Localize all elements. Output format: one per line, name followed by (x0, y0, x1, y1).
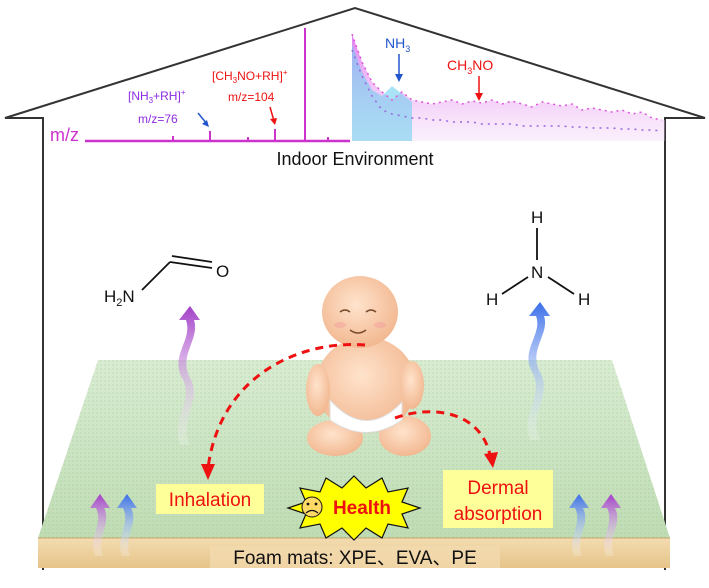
mat-label: Foam mats: XPE、EVA、PE (233, 548, 477, 569)
inhalation-box (156, 484, 264, 514)
mat-label-box (210, 546, 500, 568)
health-starburst (286, 475, 422, 541)
floor-arrows-left (90, 494, 137, 556)
inhalation-arrow (201, 343, 366, 480)
floor-arrows-right (569, 494, 621, 556)
peak-nh3-label: [NH3+RH]+ (128, 88, 186, 105)
formamide-emission-arrow (177, 306, 200, 445)
peak-nh3-arrow (197, 112, 209, 127)
timeseries-ch3no-arrow (475, 76, 483, 101)
peak-ch3no-label: [CH3NO+RH]+ (212, 68, 288, 85)
dermal-label-line1: Dermal (467, 478, 528, 499)
ammonia-emission-arrow (527, 302, 550, 440)
svg-text:O: O (216, 262, 229, 281)
sad-face-icon (301, 496, 323, 518)
baby-illustration (306, 276, 431, 456)
timeseries-nh3-arrow (395, 54, 403, 82)
house-title: Indoor Environment (276, 149, 433, 169)
house-outline (4, 6, 706, 570)
timeseries-plot (351, 33, 665, 141)
svg-text:N: N (531, 263, 543, 282)
peak-ch3no-arrow (269, 106, 277, 125)
svg-text:H: H (578, 290, 590, 309)
spectrum-peaks (172, 28, 329, 141)
dermal-arrow (394, 410, 498, 468)
timeseries-ch3no-label: CH3NO (447, 57, 493, 76)
peak-ch3no-mz: m/z=104 (228, 90, 275, 104)
formamide-molecule: H2N O (104, 255, 229, 309)
peak-nh3-mz: m/z=76 (138, 112, 178, 126)
svg-text:H: H (531, 208, 543, 227)
svg-text:H2N: H2N (104, 287, 135, 309)
timeseries-nh3-label: NH3 (385, 35, 410, 54)
health-label: Health (333, 498, 391, 519)
ammonia-molecule: H N H H (486, 208, 590, 309)
spectrum-axis-label: m/z (50, 125, 79, 145)
svg-text:H: H (486, 290, 498, 309)
inhalation-label: Inhalation (169, 490, 251, 511)
dermal-box (443, 470, 553, 528)
dermal-label-line2: absorption (454, 504, 543, 525)
